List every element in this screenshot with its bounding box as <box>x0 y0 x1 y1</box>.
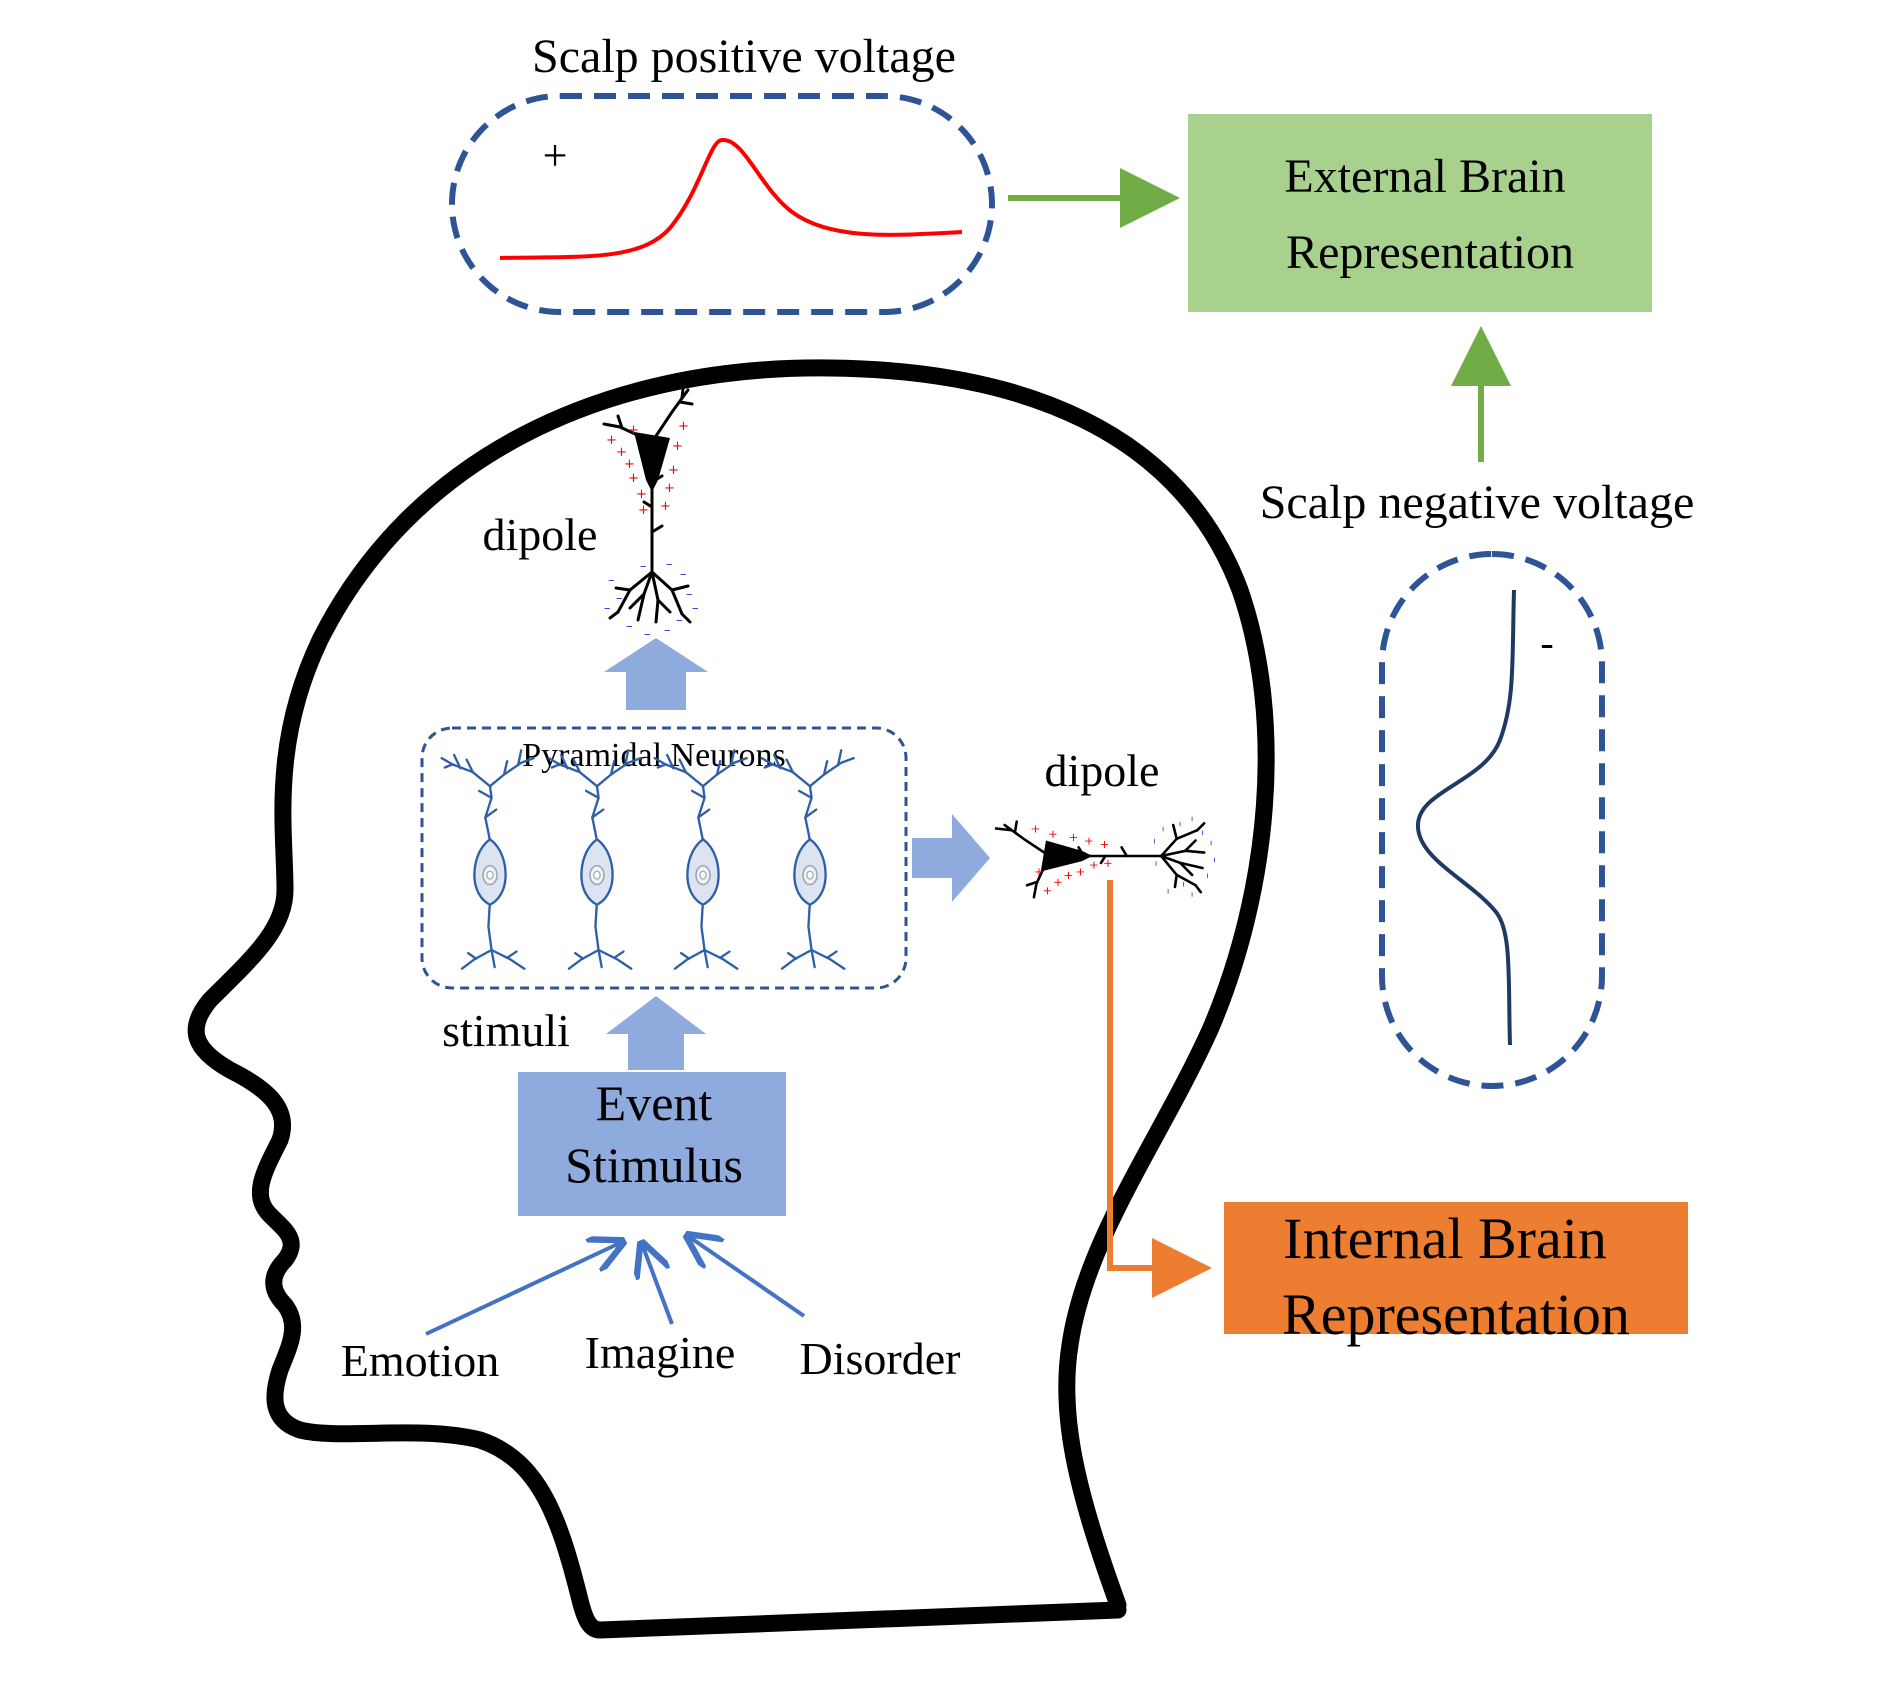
emotion-arrow <box>425 1242 622 1336</box>
emotion-label: Emotion <box>341 1335 499 1386</box>
dipole-top-label: dipole <box>483 509 598 560</box>
dipole-to-internal-arrow <box>1107 880 1212 1298</box>
event-stimulus-box <box>518 1072 786 1216</box>
neurons-to-right-dipole-block-arrow <box>912 814 990 902</box>
pyramidal-neuron-icon <box>547 749 642 970</box>
pyramidal-neuron-icon <box>760 749 855 970</box>
dipole-neuron-top-icon <box>602 378 700 644</box>
event-to-neurons-block-arrow <box>606 996 706 1070</box>
external-line1: External Brain <box>1284 150 1565 203</box>
stimuli-label: stimuli <box>442 1005 570 1056</box>
positive-voltage-box <box>449 93 995 315</box>
neurons-to-dipole-block-arrow <box>604 638 708 710</box>
plus-sign: + <box>543 131 568 180</box>
external-brain-box <box>1188 114 1652 312</box>
dipole-right-label: dipole <box>1045 745 1160 796</box>
head-outline-icon <box>187 359 1275 1639</box>
negative-voltage-box <box>1379 551 1605 1089</box>
scalp-negative-label: Scalp negative voltage <box>1260 476 1695 529</box>
pyramidal-neuron-icon <box>653 749 748 970</box>
imagine-label: Imagine <box>585 1327 736 1378</box>
internal-line1: Internal Brain <box>1283 1206 1607 1271</box>
disorder-label: Disorder <box>800 1333 961 1384</box>
disorder-arrow <box>688 1236 806 1318</box>
positive-wave-curve <box>499 138 963 260</box>
external-line2: Representation <box>1286 226 1574 279</box>
pyramidal-neuron-icon <box>440 749 535 970</box>
event-line2: Stimulus <box>565 1137 743 1193</box>
event-line1: Event <box>596 1075 713 1131</box>
pyramidal-neurons-box <box>420 726 908 990</box>
scalp-positive-label: Scalp positive voltage <box>532 30 956 83</box>
internal-line2: Representation <box>1282 1282 1630 1347</box>
negative-wave-curve <box>1415 589 1516 1046</box>
internal-brain-box <box>1224 1202 1688 1334</box>
minus-sign: - <box>1540 620 1553 665</box>
imagine-arrow <box>642 1244 674 1325</box>
